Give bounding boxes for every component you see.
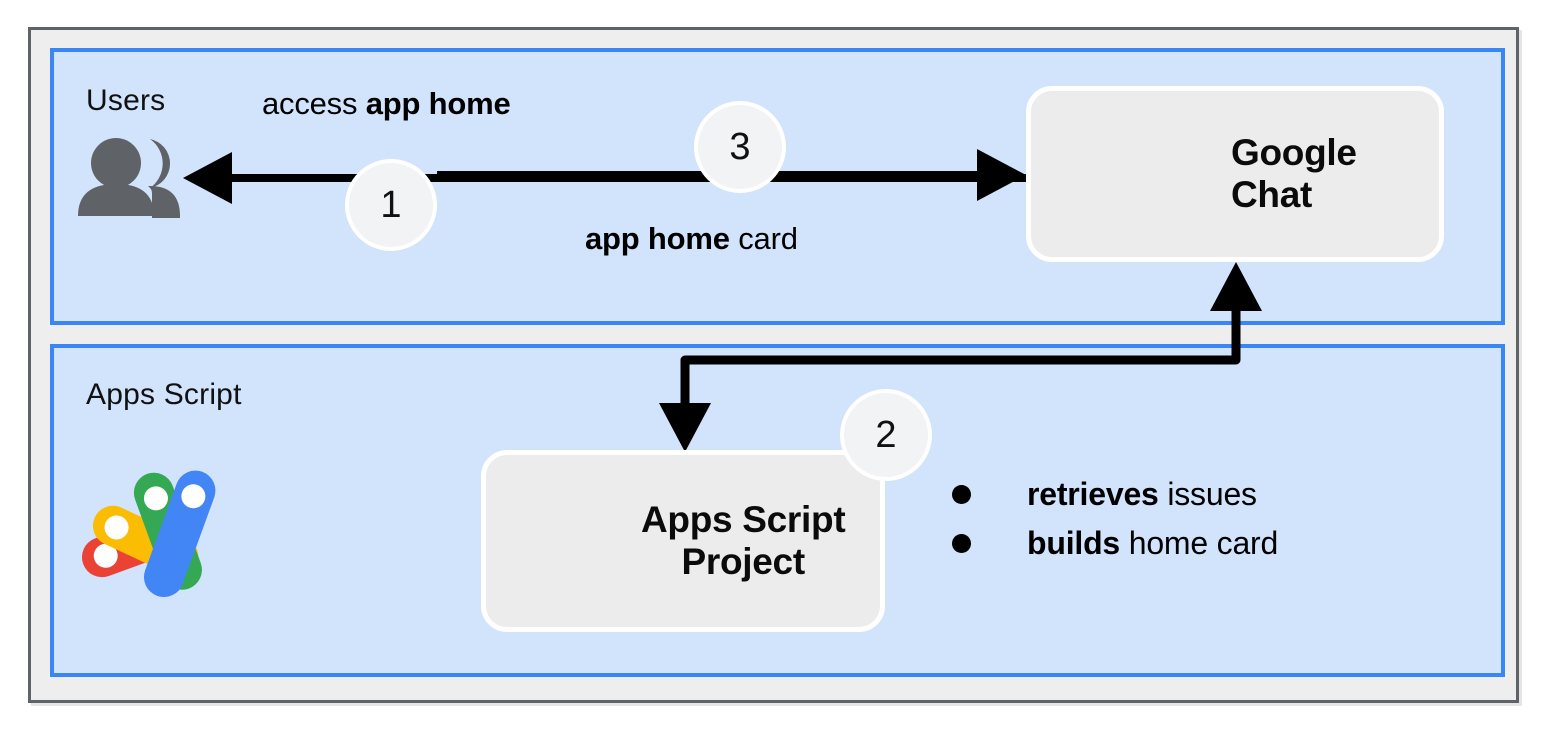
panel-apps-script-label: Apps Script — [86, 378, 242, 411]
bullet-dot-icon — [952, 534, 971, 553]
step-badge-2: 2 — [840, 389, 932, 481]
card-google-chat-title: Google Chat — [1231, 131, 1357, 215]
bullet-0-rest: issues — [1158, 476, 1257, 512]
edge-label-card-suffix: card — [729, 221, 798, 256]
bullet-text-1: builds home card — [1027, 525, 1278, 562]
edge-label-card-bold: app home — [585, 221, 730, 256]
bullet-list: retrieves issues builds home card — [952, 470, 1278, 568]
edge-label-app-home-card: app home card — [585, 221, 798, 257]
panel-users-label: Users — [86, 84, 166, 117]
card-google-chat[interactable]: Google Chat — [1026, 86, 1444, 262]
list-item: retrieves issues — [952, 470, 1278, 519]
apps-script-project-icon-slot — [512, 541, 617, 542]
edge-label-access-plain: access — [262, 86, 366, 121]
card-apps-script-project-title: Apps Script Project — [641, 498, 846, 582]
bullet-text-0: retrieves issues — [1027, 476, 1257, 513]
bullet-1-rest: home card — [1120, 525, 1279, 561]
edge-label-access-bold: app home — [365, 86, 511, 121]
edge-label-access-app-home: access app home — [262, 86, 511, 122]
card-apps-script-project[interactable]: Apps Script Project — [481, 450, 885, 632]
bullet-0-bold: retrieves — [1027, 476, 1159, 512]
step-badge-3: 3 — [694, 101, 786, 193]
list-item: builds home card — [952, 519, 1278, 568]
bullet-1-bold: builds — [1027, 525, 1121, 561]
bullet-dot-icon — [952, 485, 971, 504]
step-badge-1: 1 — [345, 159, 437, 251]
google-chat-logo-slot — [1053, 174, 1209, 175]
